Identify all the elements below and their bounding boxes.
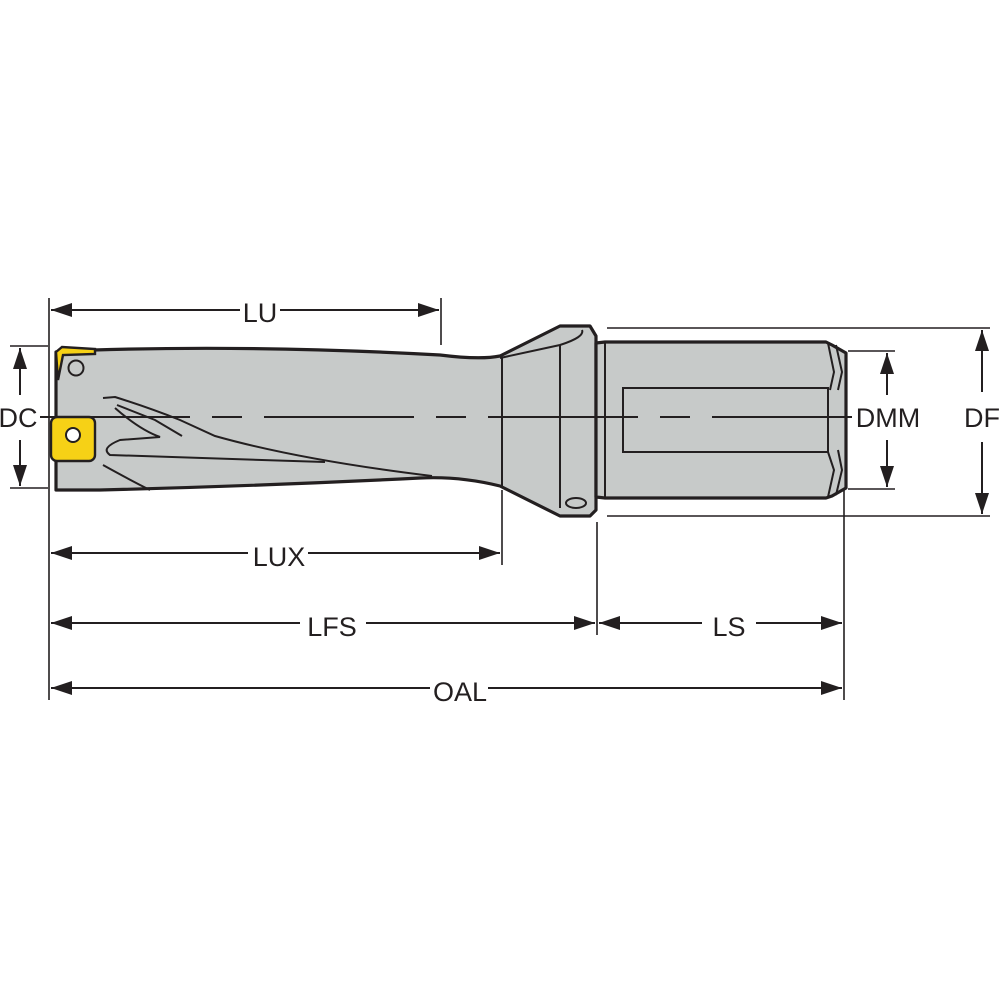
- label-oal: OAL: [433, 677, 487, 707]
- label-dmm: DMM: [856, 403, 920, 433]
- dimension-lu: LU: [51, 298, 439, 328]
- dimension-df: DF: [964, 330, 1000, 514]
- label-lux: LUX: [253, 542, 306, 572]
- label-df: DF: [964, 403, 1000, 433]
- cutting-inserts: [49, 345, 97, 463]
- dimension-lux: LUX: [51, 542, 500, 572]
- label-ls: LS: [712, 612, 745, 642]
- dimension-lfs: LFS: [51, 612, 595, 642]
- label-dc: DC: [0, 403, 38, 433]
- dimension-ls: LS: [599, 612, 842, 642]
- extension-lines: [10, 298, 990, 700]
- top-insert: [54, 345, 97, 381]
- dimension-dmm: DMM: [846, 353, 920, 487]
- dimension-dc: DC: [0, 348, 38, 486]
- label-lfs: LFS: [307, 612, 357, 642]
- shank: [594, 340, 848, 500]
- dimension-oal: OAL: [51, 677, 842, 707]
- drill-body: [54, 324, 598, 518]
- label-lu: LU: [243, 298, 278, 328]
